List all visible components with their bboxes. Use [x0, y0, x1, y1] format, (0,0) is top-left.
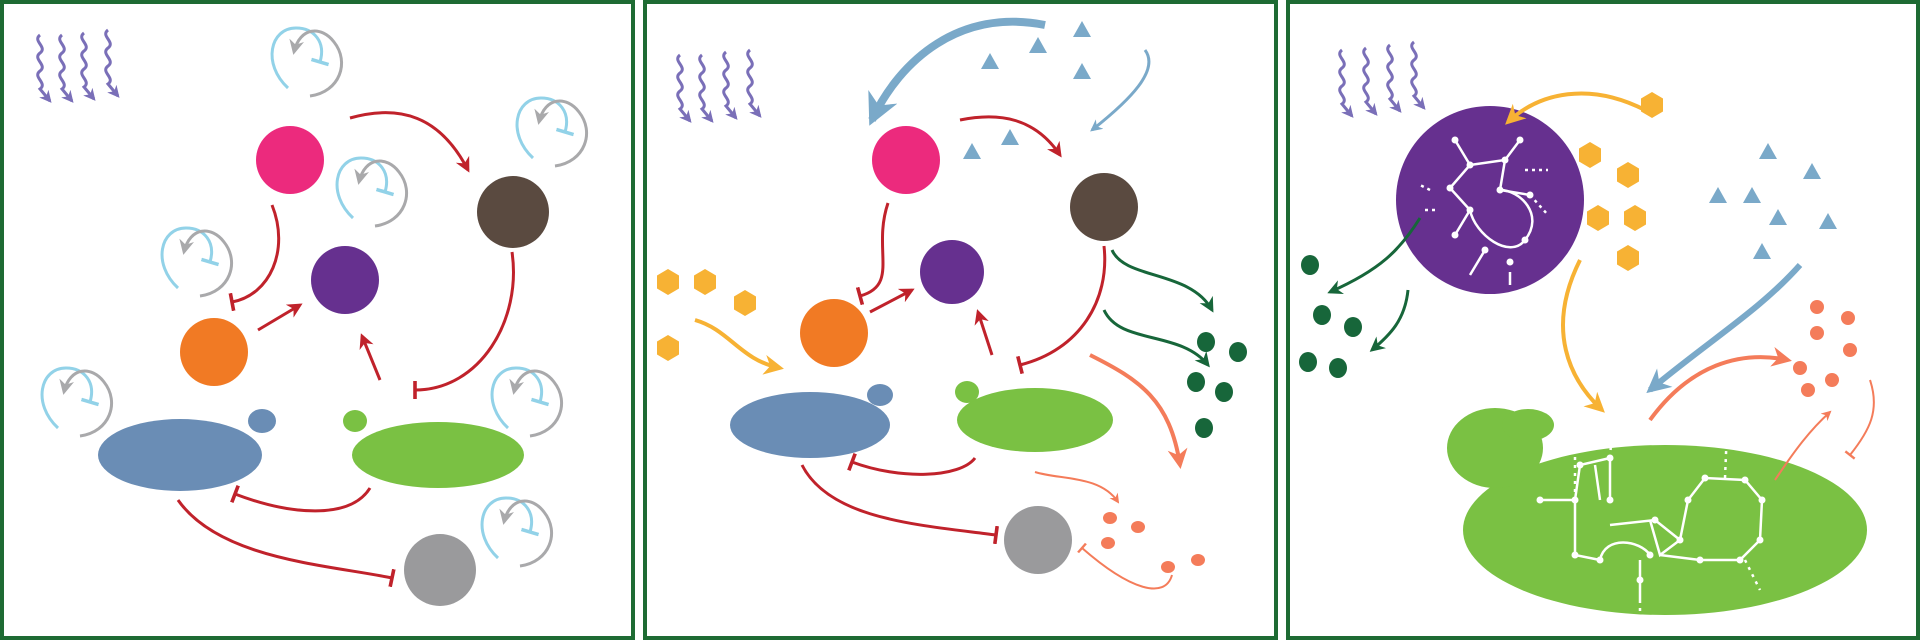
triangle-signal-arrow [1090, 49, 1151, 132]
light-signal-icon [678, 50, 760, 121]
salmon-dots [1101, 512, 1205, 573]
blue-cell [98, 409, 276, 491]
self-feedback-loop [272, 28, 342, 96]
green-cell [343, 410, 524, 488]
self-feedback-loop [42, 368, 112, 436]
panel-2 [643, 0, 1278, 640]
light-signal-icon [38, 30, 118, 101]
panel-3 [1286, 0, 1920, 640]
dark-green-dots [1187, 332, 1247, 438]
gray-node [404, 534, 476, 606]
hexagon-molecule-icon [1579, 92, 1663, 271]
self-feedback-loop [482, 498, 552, 566]
self-feedback-loop [337, 158, 407, 226]
purple-node [311, 246, 379, 314]
self-feedback-loop [492, 368, 562, 436]
gray-node [1004, 506, 1072, 574]
blue-cell [730, 384, 893, 458]
panel-1 [0, 0, 635, 640]
orange-node [800, 299, 868, 367]
triangle-molecule-icon [963, 21, 1091, 159]
self-feedback-loop [517, 98, 587, 166]
pink-node [872, 126, 940, 194]
self-feedback-loop [162, 228, 232, 296]
triangle-molecule-icon [1709, 143, 1837, 259]
light-signal-icon [1340, 42, 1424, 116]
orange-node [180, 318, 248, 386]
green-cell [1447, 408, 1867, 615]
dark-green-dots [1299, 255, 1362, 378]
panel-2-frame [643, 0, 1278, 640]
brown-node [477, 176, 549, 248]
panel-1-frame [0, 0, 635, 640]
panel-3-frame [1286, 0, 1920, 640]
purple-cell [1396, 106, 1584, 294]
green-cell [955, 381, 1113, 452]
salmon-dots [1793, 300, 1857, 397]
purple-node [920, 240, 984, 304]
brown-node [1070, 173, 1138, 241]
triangle-signal-arrow [868, 17, 1046, 126]
pink-node [256, 126, 324, 194]
